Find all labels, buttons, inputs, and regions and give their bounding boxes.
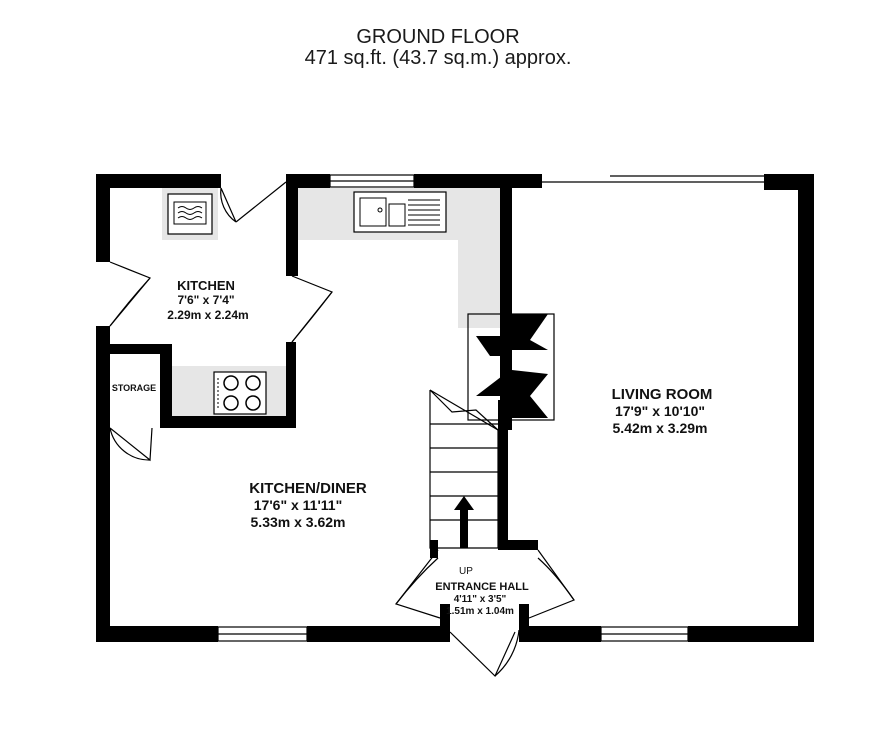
wall <box>798 174 814 642</box>
wall <box>519 626 601 642</box>
wall <box>286 174 298 276</box>
wall <box>498 540 538 550</box>
floor-title: GROUND FLOOR <box>356 26 520 48</box>
wall <box>96 174 110 262</box>
kitchen-diner-worktop-return <box>458 240 500 328</box>
entrance-hall-imperial: 4'11" x 3'5" <box>454 594 507 605</box>
living-room-metric: 5.42m x 3.29m <box>613 420 708 436</box>
fireplace-icon <box>467 313 555 421</box>
kitchen-diner-name: KITCHEN/DINER <box>249 480 367 497</box>
entrance-hall-metric: 1.51m x 1.04m <box>446 606 514 617</box>
kitchen-imperial: 7'6" x 7'4" <box>177 293 234 307</box>
living-room-imperial: 17'9" x 10'10" <box>615 403 705 419</box>
floor-area: 471 sq.ft. (43.7 sq.m.) approx. <box>304 47 572 69</box>
entrance-hall-name: ENTRANCE HALL <box>435 581 529 593</box>
wall <box>430 540 438 558</box>
walls <box>96 174 814 642</box>
wall <box>764 174 814 190</box>
microwave-icon <box>167 193 213 235</box>
wall <box>440 604 450 642</box>
kitchen-diner-label: KITCHEN/DINER 17'6" x 11'11" 5.33m x 3.6… <box>249 480 367 530</box>
wall <box>307 626 449 642</box>
wall <box>500 188 512 430</box>
wall <box>519 604 529 642</box>
door <box>109 261 151 327</box>
wall <box>498 400 512 430</box>
door <box>220 187 237 223</box>
kitchen-label: KITCHEN 7'6" x 7'4" 2.29m x 2.24m <box>167 278 248 322</box>
staircase <box>429 389 499 549</box>
kitchen-name: KITCHEN <box>177 278 235 293</box>
doors <box>109 181 575 678</box>
door <box>449 631 516 678</box>
storage-name: STORAGE <box>112 383 156 393</box>
kitchen-diner-metric: 5.33m x 3.62m <box>251 514 346 530</box>
wall <box>286 342 296 428</box>
wall <box>96 326 110 642</box>
hob-icon <box>213 371 267 415</box>
stairs-arrow-icon <box>454 496 474 548</box>
wall <box>414 174 542 188</box>
kitchen-diner-imperial: 17'6" x 11'11" <box>254 497 342 513</box>
entrance-hall-label: ENTRANCE HALL 4'11" x 3'5" 1.51m x 1.04m <box>435 581 529 617</box>
living-room-name: LIVING ROOM <box>612 386 713 403</box>
door <box>291 275 333 343</box>
stairs-up-label: UP <box>459 566 473 577</box>
door <box>394 549 441 619</box>
living-room-label: LIVING ROOM 17'9" x 10'10" 5.42m x 3.29m <box>612 386 713 436</box>
wall <box>498 430 508 548</box>
wall <box>160 344 172 428</box>
kitchen-metric: 2.29m x 2.24m <box>167 308 248 322</box>
wall <box>110 344 172 354</box>
wall <box>688 626 814 642</box>
wall <box>96 174 221 188</box>
wall <box>160 416 296 428</box>
sink-icon <box>353 191 447 233</box>
wall <box>96 626 218 642</box>
windows <box>217 174 764 642</box>
